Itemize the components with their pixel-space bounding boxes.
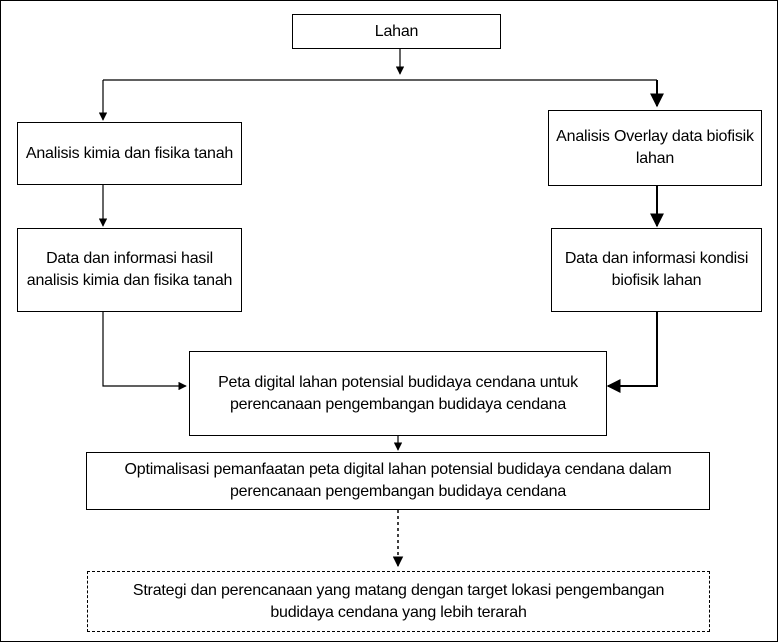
node-peta-digital: Peta digital lahan potensial budidaya ce… <box>189 351 607 436</box>
arrow-data-biofisik-to-peta <box>606 312 658 393</box>
node-analisis-overlay: Analisis Overlay data biofisik lahan <box>548 110 762 186</box>
node-data-kimia-fisika: Data dan informasi hasil analisis kimia … <box>17 228 242 312</box>
node-analisis-kimia-fisika: Analisis kimia dan fisika tanah <box>17 122 242 185</box>
node-optimalisasi: Optimalisasi pemanfaatan peta digital la… <box>86 452 710 510</box>
node-lahan: Lahan <box>292 14 501 49</box>
arrow-data-kimia-to-peta <box>102 312 187 391</box>
node-data-biofisik: Data dan informasi kondisi biofisik laha… <box>551 228 762 312</box>
node-strategi: Strategi dan perencanaan yang matang den… <box>87 571 710 632</box>
